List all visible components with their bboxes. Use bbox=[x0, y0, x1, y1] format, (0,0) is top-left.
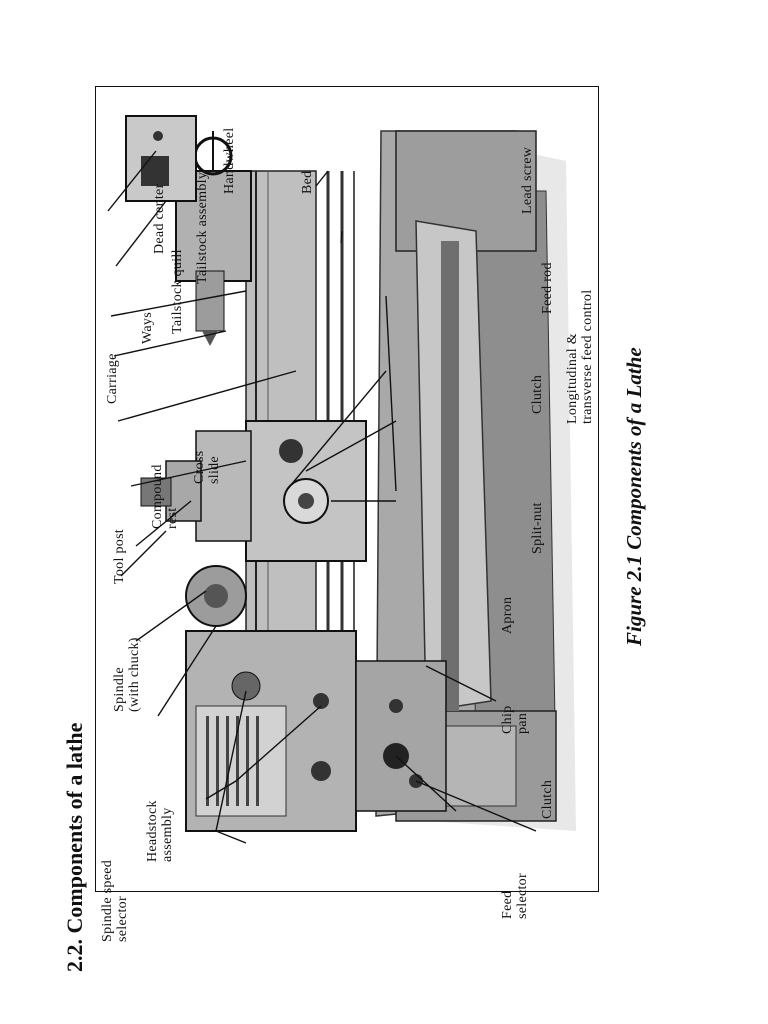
label-ways: Ways bbox=[140, 312, 155, 344]
label-spindle-with-chuck: Spindle (with chuck) bbox=[112, 637, 142, 712]
label-line: Cross bbox=[192, 450, 207, 484]
label-line: Headstock bbox=[145, 800, 160, 862]
label-line: transverse feed control bbox=[580, 289, 595, 424]
label-chip-pan: Chip pan bbox=[500, 706, 530, 734]
label-feed-rod: Feed rod bbox=[540, 262, 555, 314]
figure-caption: Figure 2.1 Components of a Lathe bbox=[622, 347, 646, 646]
label-feed-selector: Feed selector bbox=[500, 873, 530, 919]
label-line: selector bbox=[515, 873, 530, 919]
label-carriage: Carriage bbox=[105, 353, 120, 404]
label-line: Compound bbox=[150, 464, 165, 529]
label-tailstock-quill: Tailstock quill bbox=[170, 249, 185, 334]
label-line: selector bbox=[115, 896, 130, 942]
label-lead-screw: Lead screw bbox=[520, 146, 535, 214]
label-clutch-left: Clutch bbox=[540, 779, 555, 819]
label-handwheel: Handwheel bbox=[222, 127, 237, 194]
label-line: slide bbox=[207, 456, 222, 484]
section-heading: 2.2. Components of a lathe bbox=[62, 722, 87, 972]
label-compound-rest: Compound rest bbox=[150, 464, 180, 529]
label-line: pan bbox=[515, 712, 530, 734]
label-line: (with chuck) bbox=[127, 637, 142, 712]
label-split-nut: Split-nut bbox=[530, 502, 545, 554]
label-headstock-assembly: Headstock assembly bbox=[145, 800, 175, 862]
label-tool-post: Tool post bbox=[112, 528, 127, 584]
label-cross-slide: Cross slide bbox=[192, 451, 222, 484]
label-bed: Bed bbox=[300, 170, 315, 194]
label-clutch-right: Clutch bbox=[530, 374, 545, 414]
lathe-illustration bbox=[107, 115, 576, 844]
figure-frame bbox=[95, 86, 599, 892]
label-line: rest bbox=[165, 507, 180, 529]
label-line: Longitudinal & bbox=[565, 333, 580, 424]
label-spindle-speed-selector: Spindle speed selector bbox=[100, 860, 130, 942]
label-line: Spindle bbox=[112, 667, 127, 712]
label-line: Feed bbox=[500, 890, 515, 919]
label-line: Spindle speed bbox=[100, 859, 115, 942]
label-apron: Apron bbox=[500, 596, 515, 634]
label-line: assembly bbox=[160, 807, 175, 862]
label-dead-center: Dead center bbox=[152, 183, 167, 254]
label-longitudinal-feed-control: Longitudinal & transverse feed control bbox=[565, 290, 595, 424]
label-tailstock-assembly: Tailstock assembly bbox=[195, 171, 210, 284]
label-line: Chip bbox=[500, 705, 515, 734]
